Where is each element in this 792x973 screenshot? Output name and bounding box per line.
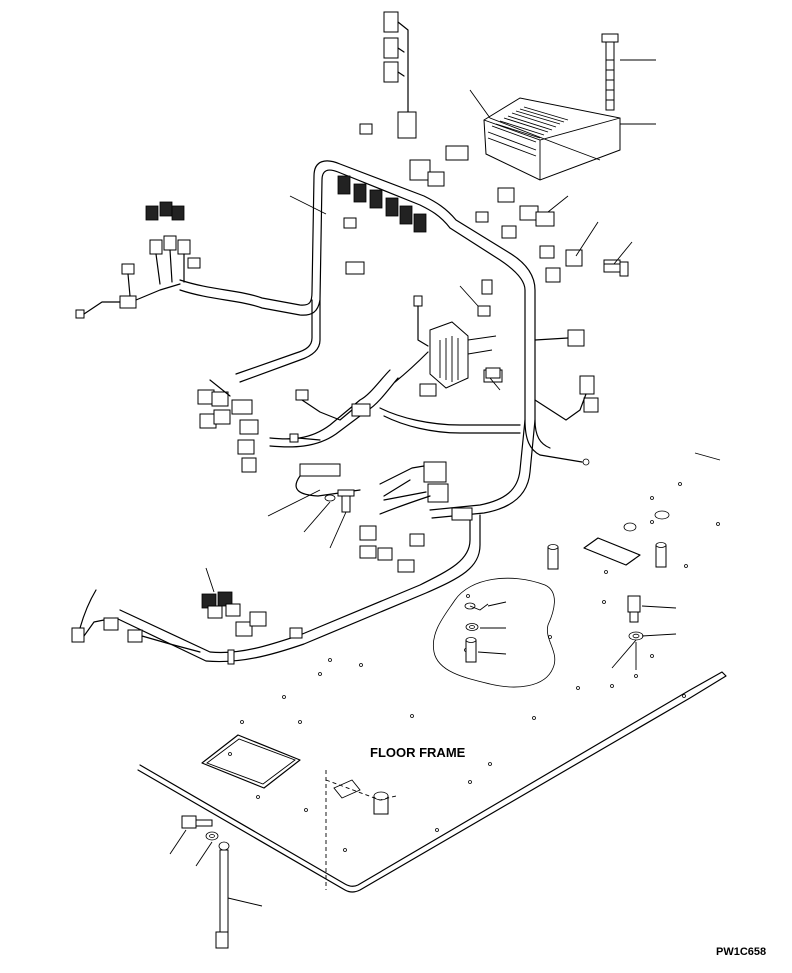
leader-lines — [169, 59, 677, 907]
fasteners — [181, 261, 644, 949]
plate-holes — [228, 482, 720, 852]
figure-code: PW1C658 — [716, 946, 767, 958]
controller-unit — [469, 33, 621, 181]
floor-frame-label: FLOOR FRAME — [370, 745, 466, 760]
detail-cutaway — [432, 577, 556, 688]
floor-frame-plate — [137, 452, 727, 893]
main-harness — [115, 160, 551, 663]
connectors — [71, 11, 621, 665]
